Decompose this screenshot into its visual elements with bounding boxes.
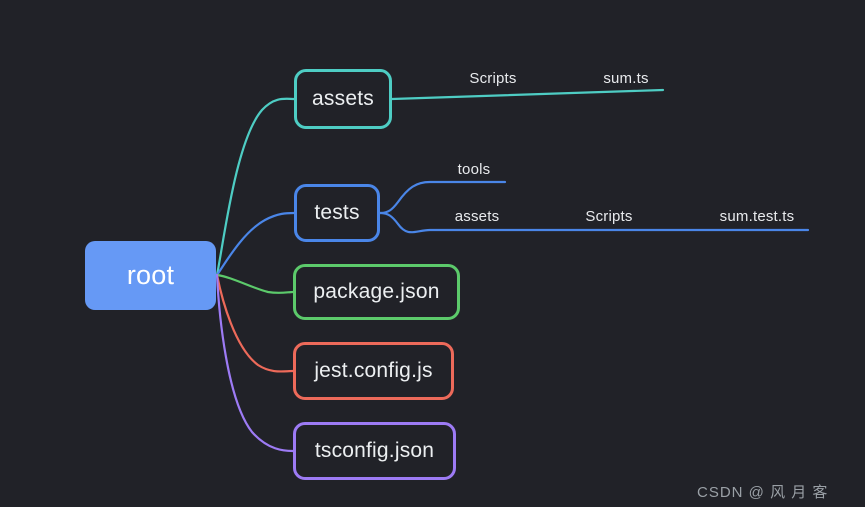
edge-label-assets-sum-ts: sum.ts (603, 70, 649, 87)
node-tsconfig-json-label: tsconfig.json (314, 439, 435, 462)
edge-root-to-tests (215, 211, 296, 277)
node-assets[interactable]: assets (294, 69, 392, 129)
node-package-json[interactable]: package.json (293, 264, 460, 320)
edge-root-to-tsconfig-json (215, 273, 295, 453)
node-root-label: root (126, 260, 175, 290)
edge-root-to-package-json (215, 273, 295, 294)
edge-tests-tools (378, 180, 507, 215)
node-jest-config-js[interactable]: jest.config.js (293, 342, 454, 400)
edge-label-tests-scripts: Scripts (585, 208, 633, 225)
edge-root-to-jest-config-js (215, 273, 295, 373)
edge-label-assets-scripts: Scripts (469, 70, 517, 87)
edge-label-tests-assets: assets (454, 208, 500, 225)
watermark: CSDN @ 风 月 客 (697, 484, 829, 501)
edge-root-to-assets (215, 97, 296, 277)
node-assets-label: assets (312, 87, 374, 110)
node-tests-label: tests (314, 201, 360, 224)
node-package-json-label: package.json (313, 280, 440, 303)
edge-label-tests-sum-test-ts: sum.test.ts (719, 208, 795, 225)
node-root[interactable]: root (85, 241, 216, 310)
node-tests[interactable]: tests (294, 184, 380, 242)
edge-label-tests-tools: tools (457, 161, 491, 178)
node-jest-config-js-label: jest.config.js (314, 359, 433, 382)
edge-tests-assets (378, 211, 810, 234)
node-tsconfig-json[interactable]: tsconfig.json (293, 422, 456, 480)
edge-assets-trunk (390, 88, 665, 101)
